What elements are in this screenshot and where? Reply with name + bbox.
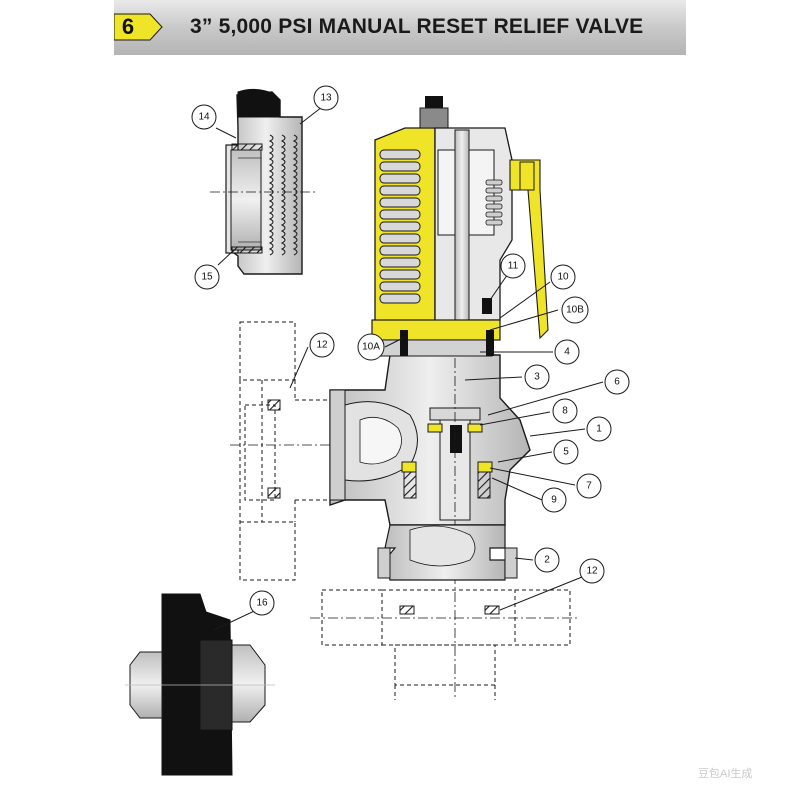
svg-text:14: 14: [198, 112, 210, 123]
callout-14: 14: [191, 104, 217, 130]
svg-text:12: 12: [586, 566, 598, 577]
svg-text:12: 12: [316, 340, 328, 351]
section-badge: [114, 13, 163, 41]
svg-text:2: 2: [544, 555, 550, 566]
svg-text:6: 6: [614, 377, 620, 388]
svg-text:11: 11: [508, 261, 519, 272]
callout-4: 4: [554, 339, 580, 365]
callout-10b: 10B: [561, 296, 589, 324]
callout-9: 9: [541, 487, 567, 513]
svg-text:8: 8: [562, 406, 568, 417]
callout-6: 6: [604, 369, 630, 395]
callout-11: 11: [500, 253, 526, 279]
callout-8: 8: [552, 398, 578, 424]
watermark: 豆包AI生成: [698, 768, 753, 780]
callout-12-bottom: 12: [579, 558, 605, 584]
callout-2: 2: [534, 547, 560, 573]
callout-12-top: 12: [309, 332, 335, 358]
callout-10a: 10A: [357, 333, 385, 361]
nut-detail-bottom: [125, 593, 275, 776]
svg-text:7: 7: [586, 481, 592, 492]
inlet-connection-phantom: [239, 321, 330, 581]
svg-text:10B: 10B: [566, 305, 584, 316]
svg-text:5: 5: [563, 447, 569, 458]
svg-text:13: 13: [320, 93, 332, 104]
seal-detail-top: [210, 88, 323, 275]
outlet-nut: [377, 524, 518, 581]
callout-13: 13: [313, 85, 339, 111]
svg-text:10: 10: [557, 272, 569, 283]
outlet-connection-phantom: [321, 589, 571, 700]
svg-text:15: 15: [201, 272, 213, 283]
spring-housing: [371, 96, 549, 357]
callout-3: 3: [524, 364, 550, 390]
callout-1: 1: [586, 416, 612, 442]
callout-7: 7: [576, 473, 602, 499]
callout-15: 15: [194, 264, 220, 290]
svg-text:3: 3: [534, 372, 540, 383]
svg-text:10A: 10A: [362, 342, 380, 353]
svg-text:1: 1: [596, 424, 602, 435]
outlet-seal-rings: [310, 605, 580, 619]
leader-lines: [289, 267, 604, 611]
inlet-seal-rings: [230, 399, 340, 499]
svg-text:9: 9: [551, 495, 557, 506]
header-bar: [114, 0, 686, 55]
section-number: 6: [121, 14, 135, 39]
callout-16: 16: [249, 590, 275, 616]
callout-5: 5: [553, 439, 579, 465]
callout-10: 10: [550, 264, 576, 290]
svg-text:4: 4: [564, 347, 570, 358]
page-title: 3” 5,000 PSI MANUAL RESET RELIEF VALVE: [190, 15, 644, 38]
valve-body: [329, 340, 531, 700]
svg-text:16: 16: [256, 598, 268, 609]
